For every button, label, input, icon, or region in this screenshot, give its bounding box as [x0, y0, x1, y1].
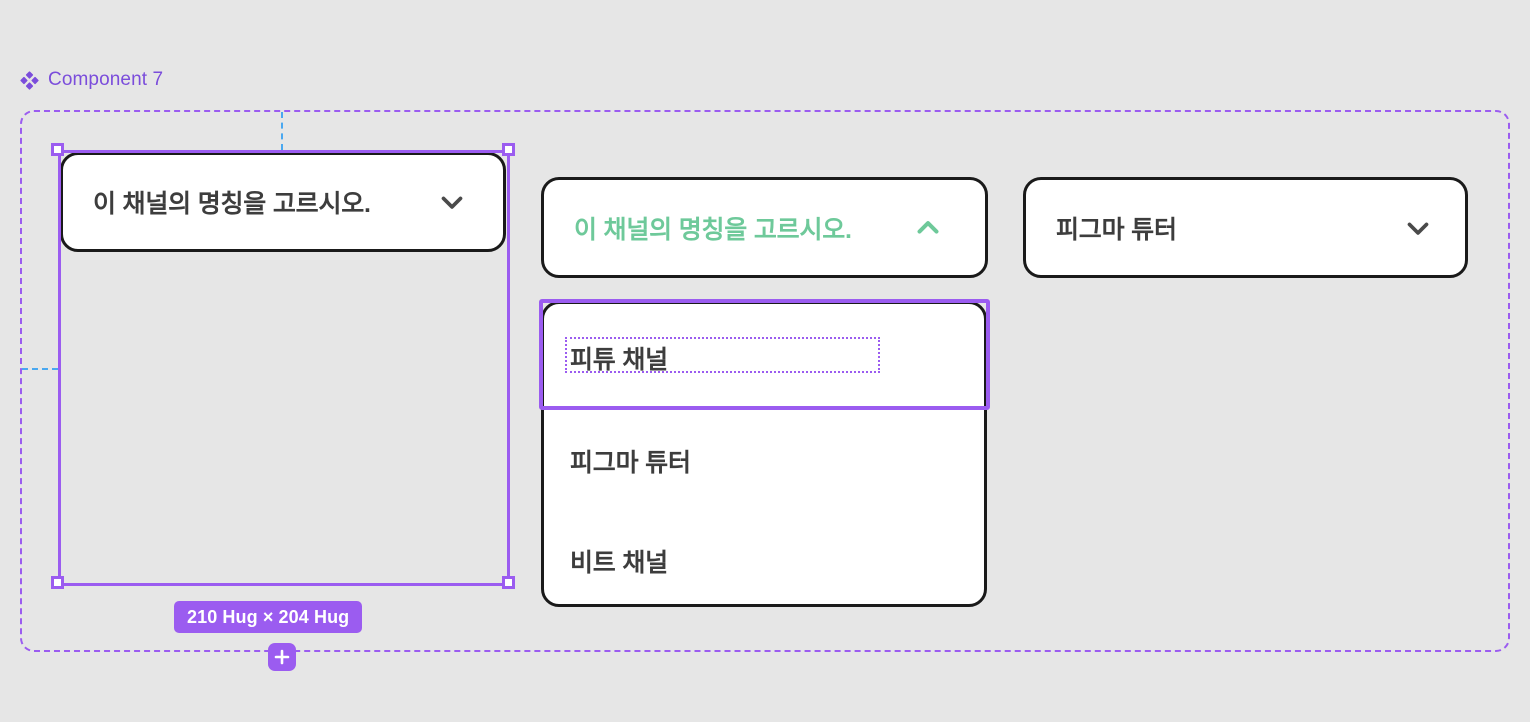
option-label: 피튜 채널 [570, 345, 668, 374]
alignment-guide-vertical [281, 112, 283, 150]
alignment-guide-horizontal [22, 368, 58, 370]
dropdown-trigger-3[interactable]: 피그마 튜터 [1023, 177, 1468, 278]
dropdown-trigger-2[interactable]: 이 채널의 명칭을 고르시오. [541, 177, 988, 278]
list-item[interactable]: 비트 채널 [544, 511, 984, 604]
list-item[interactable]: 피튜 채널 [544, 304, 984, 411]
resize-handle-top-left[interactable] [51, 143, 64, 156]
component-label[interactable]: Component 7 [20, 66, 163, 94]
chevron-down-icon[interactable] [435, 185, 469, 219]
plus-icon [274, 649, 290, 665]
dropdown-option-list: 피튜 채널 피그마 튜터 비트 채널 [541, 301, 987, 607]
option-label: 비트 채널 [570, 548, 668, 577]
resize-handle-bottom-right[interactable] [502, 576, 515, 589]
resize-handle-top-right[interactable] [502, 143, 515, 156]
size-badge: 210 Hug × 204 Hug [174, 601, 363, 633]
chevron-down-icon[interactable] [1401, 211, 1435, 245]
component-diamond-icon [20, 70, 39, 90]
component-frame [20, 110, 1510, 652]
resize-handle-bottom-left[interactable] [51, 576, 64, 589]
option-label: 피그마 튜터 [570, 449, 691, 477]
list-item[interactable]: 피그마 튜터 [544, 411, 984, 511]
component-label-text: Component 7 [48, 69, 164, 90]
dropdown-1-value: 이 채널의 명칭을 고르시오. [93, 190, 371, 218]
dropdown-trigger-1[interactable]: 이 채널의 명칭을 고르시오. [60, 152, 506, 252]
add-button[interactable] [268, 643, 296, 671]
size-badge-text: 210 Hug × 204 Hug [187, 606, 350, 627]
dropdown-3-value: 피그마 튜터 [1056, 215, 1177, 244]
dropdown-2-value: 이 채널의 명칭을 고르시오. [574, 215, 852, 244]
chevron-up-icon[interactable] [911, 211, 945, 245]
